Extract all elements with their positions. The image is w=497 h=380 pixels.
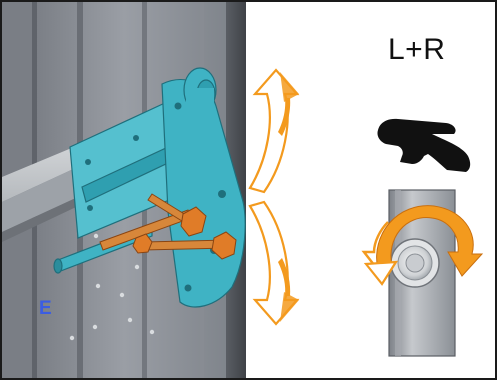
side-marker-label: E bbox=[39, 299, 52, 318]
hand-icon bbox=[377, 119, 470, 172]
operation-label: L+R bbox=[388, 35, 445, 65]
